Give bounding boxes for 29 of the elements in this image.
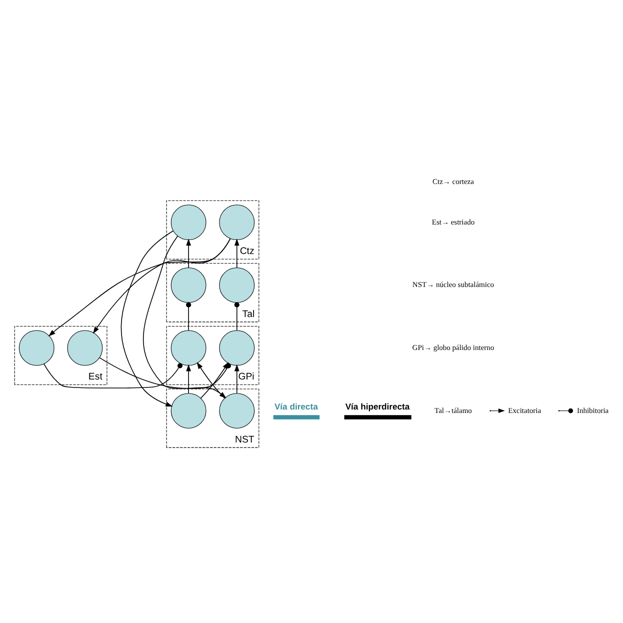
legend-label: Excitatoria [508, 405, 542, 414]
legend-label: Inhibitoria [576, 405, 609, 414]
connector [234, 302, 240, 330]
cluster: Tal [166, 262, 260, 322]
label: Vía hiperdirecta [345, 401, 410, 412]
node-circle [170, 392, 206, 428]
node-circle [219, 204, 255, 240]
label: Tal→tálamo [434, 405, 472, 414]
label: Ctz→ corteza [432, 176, 474, 186]
connector [186, 302, 192, 330]
label: NST→ núcleo subtalámico [412, 280, 494, 289]
node-circle [219, 266, 255, 302]
node-circle [67, 330, 103, 366]
node-circle [170, 204, 206, 240]
arrow [234, 238, 240, 268]
arrow [186, 238, 191, 268]
arrow [186, 364, 191, 394]
label: GPi→ globo pálido interno [412, 342, 494, 352]
cluster: Ctz [166, 200, 260, 259]
label: Est→ estriado [432, 216, 475, 226]
node-circle [170, 330, 206, 366]
label: Vía directa [274, 401, 318, 412]
arrow [120, 230, 174, 406]
node-circle [219, 330, 255, 366]
arrow [234, 364, 240, 394]
connector [44, 362, 183, 388]
node-circle [170, 266, 206, 302]
arrow [48, 238, 231, 336]
cluster: GPi [166, 325, 260, 385]
